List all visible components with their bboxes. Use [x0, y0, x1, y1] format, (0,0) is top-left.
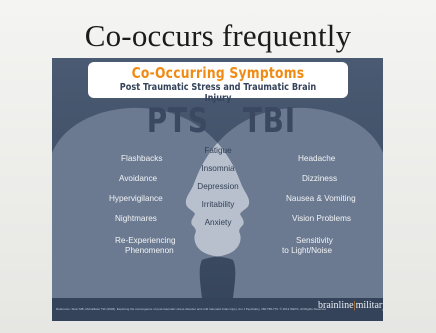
reference-text: Reference: Stein MB, McCallister TW (200… — [56, 307, 326, 311]
tbi-symptom: Dizziness — [302, 174, 337, 183]
tbi-label: TBI — [243, 101, 296, 141]
shared-symptom: Irritability — [196, 200, 240, 209]
tbi-symptom: to Light/Noise — [282, 246, 332, 255]
pts-symptom: Re-Experiencing — [115, 236, 176, 245]
pts-symptom: Flashbacks — [121, 154, 162, 163]
shared-symptom: Anxiety — [200, 218, 236, 227]
pts-symptom: Phenomenon — [125, 246, 174, 255]
pts-label: PTS — [147, 101, 209, 141]
pts-symptom: Nightmares — [115, 214, 157, 223]
slide-title: Co-occurs frequently — [0, 18, 436, 54]
pts-symptom: Hypervigilance — [109, 194, 163, 203]
pts-symptom: Avoidance — [119, 174, 157, 183]
tbi-symptom: Headache — [298, 154, 335, 163]
shared-symptom: Depression — [195, 182, 241, 191]
shared-symptom: Insomnia — [198, 164, 238, 173]
tbi-symptom: Nausea & Vomiting — [286, 194, 356, 203]
banner-subtitle: Post Traumatic Stress and Traumatic Brai… — [106, 82, 330, 104]
infographic-panel: Co-Occurring Symptoms Post Traumatic Str… — [52, 58, 383, 321]
tbi-symptom: Vision Problems — [292, 214, 351, 223]
brainline-military-logo: brainline|military — [318, 300, 383, 311]
tbi-symptom: Sensitivity — [296, 236, 333, 245]
brand-right: military — [356, 300, 383, 311]
banner-title: Co-Occurring Symptoms — [111, 64, 324, 82]
shared-symptom: Fatigue — [202, 146, 234, 155]
brand-left: brainline — [318, 300, 354, 311]
